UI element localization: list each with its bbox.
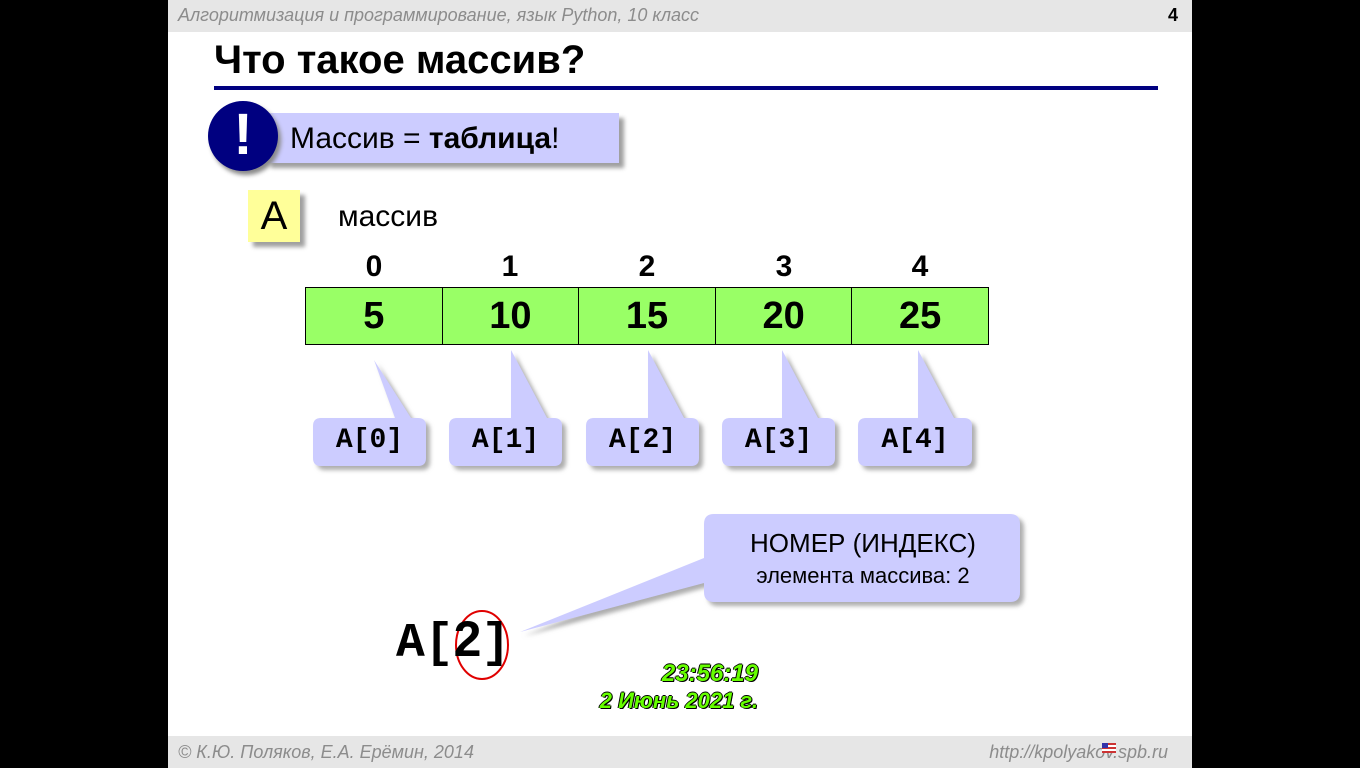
callout-line-1: НОМЕР (ИНДЕКС) <box>750 528 976 558</box>
us-flag-icon <box>1102 743 1116 753</box>
array-cell: 10 <box>442 288 580 344</box>
array-index: 1 <box>501 250 519 283</box>
clock: 23:56:19 2 Июнь 2021 г. <box>548 660 758 714</box>
element-label: A[4] <box>881 425 949 456</box>
element-label: A[3] <box>744 425 813 456</box>
title-divider <box>214 86 1158 90</box>
array-label: массив <box>338 200 439 233</box>
array-index: 0 <box>365 250 383 283</box>
array-index: 4 <box>911 250 929 283</box>
element-label-callout <box>858 350 972 466</box>
element-label: A[1] <box>471 425 540 456</box>
element-label-callout <box>586 350 699 466</box>
array-cell: 20 <box>715 288 853 344</box>
clock-date: 2 Июнь 2021 г. <box>599 688 758 713</box>
index-highlight-circle <box>455 610 509 680</box>
expression-right: ] <box>481 617 511 671</box>
array-cell: 15 <box>579 288 716 344</box>
array-name-box: A <box>248 190 300 242</box>
course-title: Алгоритмизация и программирование, язык … <box>178 5 700 25</box>
expression-index: 2 <box>453 611 482 667</box>
note-suffix: ! <box>551 122 560 155</box>
exclamation-icon: ! <box>208 101 278 171</box>
expression-left: A[ <box>396 617 454 671</box>
note-text: Массив = таблица! <box>290 122 559 156</box>
callout-shapes <box>313 350 1020 680</box>
array-cell: 5 <box>306 288 443 344</box>
copyright: © К.Ю. Поляков, Е.А. Ерёмин, 2014 <box>178 742 474 762</box>
element-label-callout <box>722 350 835 466</box>
note-prefix: Массив = <box>290 122 429 155</box>
element-label-callout <box>313 360 426 466</box>
footer-band <box>168 736 1192 768</box>
note-box <box>266 113 619 163</box>
slide: Алгоритмизация и программирование, язык … <box>168 0 1192 768</box>
header-band <box>168 0 1192 32</box>
index-callout-bubble <box>520 514 1020 632</box>
array-cell: 25 <box>852 288 988 344</box>
array-access-expression: A[2] <box>396 610 510 671</box>
clock-time: 23:56:19 <box>661 660 758 687</box>
page-title: Что такое массив? <box>214 38 586 82</box>
array-index: 2 <box>638 250 656 283</box>
array-index: 3 <box>775 250 793 283</box>
page-number: 4 <box>1167 5 1178 25</box>
element-label-callout <box>449 350 562 466</box>
note-keyword: таблица <box>428 122 552 155</box>
element-label: A[2] <box>608 425 677 456</box>
callout-line-2: элемента массива: 2 <box>756 563 970 588</box>
element-label: A[0] <box>335 425 404 456</box>
index-callout-text: НОМЕР (ИНДЕКС) элемента массива: 2 <box>704 528 1022 589</box>
array-table: 5 10 15 20 25 <box>305 287 989 345</box>
site-link[interactable]: http://kpolyakov.spb.ru <box>989 742 1168 762</box>
